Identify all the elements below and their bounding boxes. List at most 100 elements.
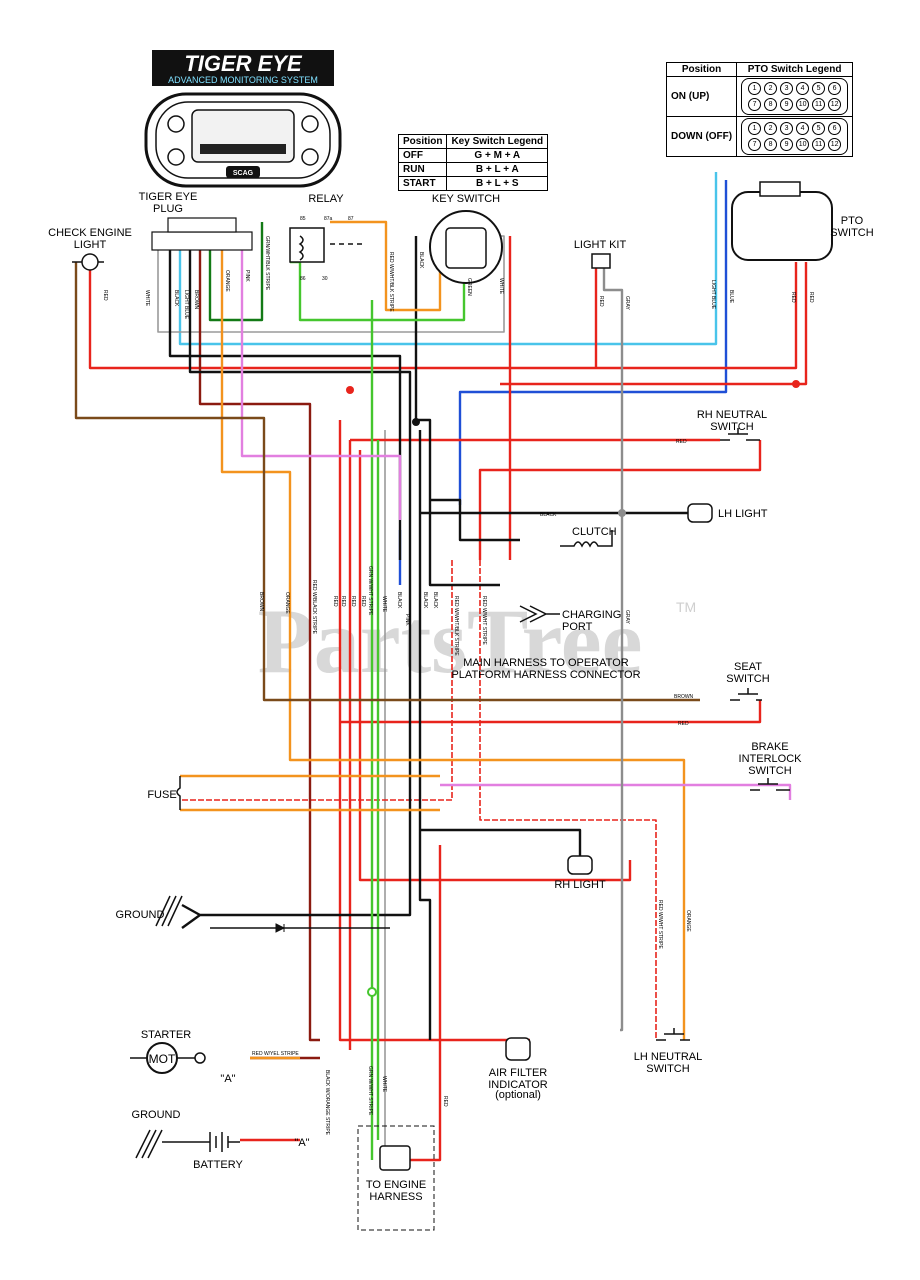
wl-brown-seat: BROWN — [674, 694, 694, 700]
key-switch-symbol — [429, 210, 503, 284]
pto-legend-pos-off: DOWN (OFF) — [665, 116, 738, 157]
wl-white-key: WHITE — [498, 278, 504, 295]
wl-orange-vert: ORANGE — [284, 592, 290, 614]
wl-red-pto1: RED — [790, 292, 796, 303]
lh-light-symbol — [687, 503, 713, 523]
wire-black-key — [414, 236, 500, 587]
rh-neutral-switch-symbol — [720, 428, 760, 441]
key-legend-val: G + M + A — [446, 148, 549, 163]
wire-black-ground — [181, 560, 412, 929]
relay-pin-86: 86 — [300, 276, 306, 282]
fuse-symbol — [176, 776, 181, 810]
pto-legend-header-title: PTO Switch Legend — [736, 62, 854, 77]
wl-brown-vert: BROWN — [258, 592, 264, 612]
wl-gray: GRAY — [624, 296, 630, 310]
wl-orange-lhn: ORANGE — [685, 910, 691, 932]
wl-red-a: RED — [332, 596, 338, 607]
wl-gray-vert: GRAY — [624, 610, 630, 624]
wl-red-lightkit: RED — [598, 296, 604, 307]
wire-red-rhneutral — [348, 438, 762, 1050]
wl-red-seat: RED — [678, 721, 689, 727]
wire-black-2 — [188, 240, 412, 560]
pto-legend-pos-on: ON (UP) — [665, 76, 738, 117]
svg-text:MOT: MOT — [149, 1052, 176, 1066]
wl-pink: PINK — [244, 270, 250, 282]
wl-light-blue-pto: LIGHT BLUE — [710, 280, 716, 310]
label-ground-bottom: GROUND — [132, 1109, 181, 1121]
wl-red-blk: RED W/BLACK STRIPE — [311, 580, 317, 635]
tiger-eye-logo: TIGER EYE ADVANCED MONITORING SYSTEM — [152, 50, 334, 86]
wl-black-lhlight: BLACK — [540, 512, 557, 518]
wl-blk-org: BLACK W/ORANGE STRIPE — [324, 1070, 330, 1136]
wl-grn-wht-vert: GRN W/WHT STRIPE — [367, 566, 373, 616]
tiger-eye-plug-symbol — [151, 217, 253, 251]
wl-red-wht-vert: RED W/WHT STRIPE — [481, 596, 487, 645]
wire-grn-wht-blk — [208, 222, 264, 322]
wire-pink — [240, 240, 792, 800]
pto-switch-symbol — [731, 181, 833, 261]
relay-pin-85: 85 — [300, 216, 306, 222]
watermark-tm: TM — [676, 599, 696, 615]
wl-black-vert3: BLACK — [432, 592, 438, 609]
wl-black-vert2: BLACK — [422, 592, 428, 609]
splice-gray — [618, 509, 626, 517]
wl-red-wht-lhn: RED W/WHT STRIPE — [657, 900, 663, 949]
wl-green: GREEN — [466, 278, 472, 296]
splice-red-pto — [792, 380, 800, 388]
label-key-switch: KEY SWITCH — [432, 193, 500, 205]
wl-red-wht-blk-vert: RED W/WHT/BLK STRIPE — [453, 596, 459, 656]
wl-black-vert1: BLACK — [396, 592, 402, 609]
air-filter-symbol — [505, 1037, 531, 1061]
wl-black-key: BLACK — [418, 252, 424, 269]
wire-gray — [602, 268, 624, 1032]
wl-grn-wht-bot: GRN W/WHT STRIPE — [367, 1066, 373, 1116]
wire-black-1 — [168, 240, 402, 560]
wire-black-clutch — [430, 498, 520, 542]
wl-red-wht-blk: RED W/WHT/BLK STRIPE — [388, 252, 394, 312]
key-legend-pos: START — [397, 176, 448, 191]
battery-symbol — [200, 1132, 240, 1152]
wl-brown: BROWN — [193, 290, 199, 310]
label-relay: RELAY — [308, 193, 344, 205]
key-legend-header-title: Key Switch Legend — [446, 134, 549, 149]
label-clutch: CLUTCH — [572, 526, 617, 538]
wire-red-wht-stripe — [479, 560, 657, 1040]
wl-pink-vert: PINK — [404, 614, 410, 626]
wl-red-d: RED — [360, 596, 366, 607]
wl-orange: ORANGE — [224, 270, 230, 292]
scag-brand: SCAG — [233, 170, 254, 177]
relay-pin-87a: 87a — [324, 216, 333, 222]
key-legend-header-position: Position — [397, 134, 448, 149]
light-kit-connector — [591, 253, 611, 269]
wire-brown — [74, 262, 700, 702]
watermark: PartsTree — [258, 590, 643, 692]
brake-switch-symbol — [750, 778, 790, 791]
label-light-kit: LIGHT KIT — [574, 239, 627, 251]
label-starter-ref: "A" — [220, 1073, 235, 1085]
key-legend-pos: OFF — [397, 148, 448, 163]
label-starter: STARTER — [141, 1029, 191, 1041]
splice-black — [412, 418, 420, 426]
wl-blue-pto: BLUE — [728, 290, 734, 304]
wl-black: BLACK — [173, 290, 179, 307]
key-legend-pos: RUN — [397, 162, 448, 177]
ground-bottom-symbol — [135, 1129, 200, 1159]
label-fuse: FUSE — [147, 789, 176, 801]
label-rh-light: RH LIGHT — [554, 879, 606, 891]
wl-red-b: RED — [340, 596, 346, 607]
rh-light-symbol — [567, 855, 593, 875]
wl-red-yel: RED W/YEL STRIPE — [252, 1051, 299, 1057]
seat-switch-symbol — [730, 688, 762, 701]
wl-white-vert: WHITE — [381, 596, 387, 613]
engine-harness-connector — [379, 1145, 411, 1171]
key-legend-val: B + L + S — [446, 176, 549, 191]
